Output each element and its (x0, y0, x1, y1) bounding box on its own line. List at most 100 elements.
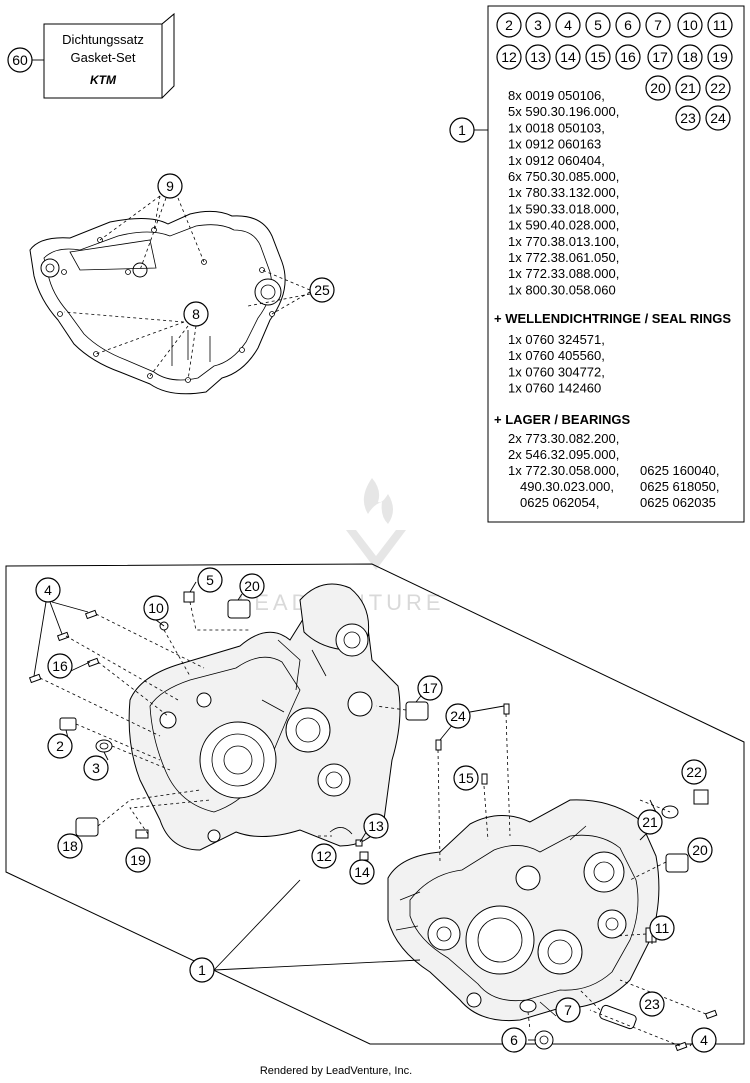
svg-text:18: 18 (62, 838, 78, 854)
svg-text:25: 25 (314, 282, 330, 298)
callout-4-22: 4 (691, 1027, 717, 1053)
svg-text:18: 18 (682, 49, 698, 65)
callout-3-3: 3 (83, 755, 109, 781)
callout-25: 25 (309, 277, 335, 303)
svg-text:21: 21 (642, 814, 658, 830)
hardware-line-0: 8x 0019 050106, (508, 88, 605, 103)
ref-number-3: 3 (525, 12, 551, 38)
svg-text:4: 4 (700, 1032, 708, 1048)
bearing-line-4: 0625 062054, (520, 495, 600, 510)
seal-rings-list: 1x 0760 324571,1x 0760 405560,1x 0760 30… (508, 332, 605, 396)
ref-number-12: 12 (496, 44, 522, 70)
svg-text:3: 3 (92, 760, 100, 776)
ref-number-2: 2 (496, 12, 522, 38)
svg-text:20: 20 (650, 80, 666, 96)
ref-number-7: 7 (645, 12, 671, 38)
svg-text:60: 60 (12, 52, 28, 68)
ref-number-6: 6 (615, 12, 641, 38)
left-crankcase-half (128, 583, 401, 851)
svg-text:6: 6 (510, 1032, 518, 1048)
hardware-parts (28, 591, 718, 1052)
hardware-line-8: 1x 590.40.028.000, (508, 218, 619, 233)
callout-20-17: 20 (687, 837, 713, 863)
svg-text:23: 23 (644, 996, 660, 1012)
ref-number-19: 19 (707, 44, 733, 70)
hardware-line-10: 1x 772.38.061.050, (508, 250, 619, 265)
callout-6-21: 6 (501, 1027, 527, 1053)
hardware-line-4: 1x 0912 060404, (508, 153, 605, 168)
svg-text:5: 5 (594, 17, 602, 33)
svg-text:7: 7 (564, 1002, 572, 1018)
svg-text:1: 1 (198, 962, 206, 978)
svg-text:4: 4 (564, 17, 572, 33)
callout-22-16: 22 (681, 759, 707, 785)
svg-text:22: 22 (710, 80, 726, 96)
callout-11-18: 11 (649, 915, 675, 941)
callout-9: 9 (157, 173, 183, 199)
seal-line-0: 1x 0760 324571, (508, 332, 605, 347)
svg-text:1: 1 (458, 122, 466, 138)
bearings-list: 2x 773.30.082.200,2x 546.32.095.000,1x 7… (508, 431, 720, 510)
svg-text:20: 20 (244, 578, 260, 594)
svg-text:15: 15 (458, 770, 474, 786)
bearings-heading: + LAGER / BEARINGS (494, 412, 630, 427)
svg-text:12: 12 (501, 49, 517, 65)
bearing-line-0: 2x 773.30.082.200, (508, 431, 619, 446)
svg-text:16: 16 (620, 49, 636, 65)
ref-number-17: 17 (647, 44, 673, 70)
svg-text:24: 24 (710, 110, 726, 126)
svg-text:15: 15 (590, 49, 606, 65)
callout-4-0: 4 (35, 577, 61, 603)
seal-line-1: 1x 0760 405560, (508, 348, 605, 363)
bearing-col2-line-1: 0625 618050, (640, 479, 720, 494)
engine-assembly-boundary (5, 563, 745, 1045)
callout-17-9: 17 (417, 675, 443, 701)
callout-8: 8 (183, 301, 209, 327)
svg-text:24: 24 (450, 708, 466, 724)
svg-text:14: 14 (354, 864, 370, 880)
callout-1-23: 1 (189, 957, 215, 983)
svg-text:16: 16 (52, 658, 68, 674)
ref-number-15: 15 (585, 44, 611, 70)
ref-number-23: 23 (675, 105, 701, 131)
callout-7-20: 7 (555, 997, 581, 1023)
svg-text:7: 7 (654, 17, 662, 33)
bearing-line-1: 2x 546.32.095.000, (508, 447, 619, 462)
hardware-line-5: 6x 750.30.085.000, (508, 169, 619, 184)
svg-text:2: 2 (505, 17, 513, 33)
callout-10-6: 10 (143, 595, 169, 621)
callout-60: 60 (7, 47, 33, 73)
svg-text:9: 9 (166, 178, 174, 194)
svg-text:20: 20 (692, 842, 708, 858)
gasket-set-group: Dichtungssatz Gasket-Set KTM 60 (7, 12, 175, 99)
hardware-line-9: 1x 770.38.013.100, (508, 234, 619, 249)
callout-18-4: 18 (57, 833, 83, 859)
callout-23-19: 23 (639, 991, 665, 1017)
bearing-line-3: 490.30.023.000, (520, 479, 614, 494)
svg-text:11: 11 (713, 17, 728, 33)
ref-number-11: 11 (707, 12, 733, 38)
bearing-line-2: 1x 772.30.058.000, (508, 463, 619, 478)
callout-15-14: 15 (453, 765, 479, 791)
gasket-set-line2: Gasket-Set (70, 50, 135, 65)
footer-credit: Rendered by LeadVenture, Inc. (260, 1065, 412, 1077)
callout-14-12: 14 (349, 859, 375, 885)
hardware-line-2: 1x 0018 050103, (508, 120, 605, 135)
svg-text:12: 12 (316, 848, 332, 864)
bearing-col2-line-0: 0625 160040, (640, 463, 720, 478)
ref-number-4: 4 (555, 12, 581, 38)
svg-text:4: 4 (44, 582, 52, 598)
svg-text:13: 13 (368, 818, 384, 834)
svg-text:17: 17 (422, 680, 438, 696)
hardware-line-6: 1x 780.33.132.000, (508, 185, 619, 200)
ref-number-13: 13 (525, 44, 551, 70)
bearing-col2-line-2: 0625 062035 (640, 495, 716, 510)
callout-19-5: 19 (125, 847, 151, 873)
crankcase-gasket-drawing: 9 8 25 (29, 173, 335, 395)
callout-12-10: 12 (311, 843, 337, 869)
svg-text:5: 5 (206, 572, 214, 588)
